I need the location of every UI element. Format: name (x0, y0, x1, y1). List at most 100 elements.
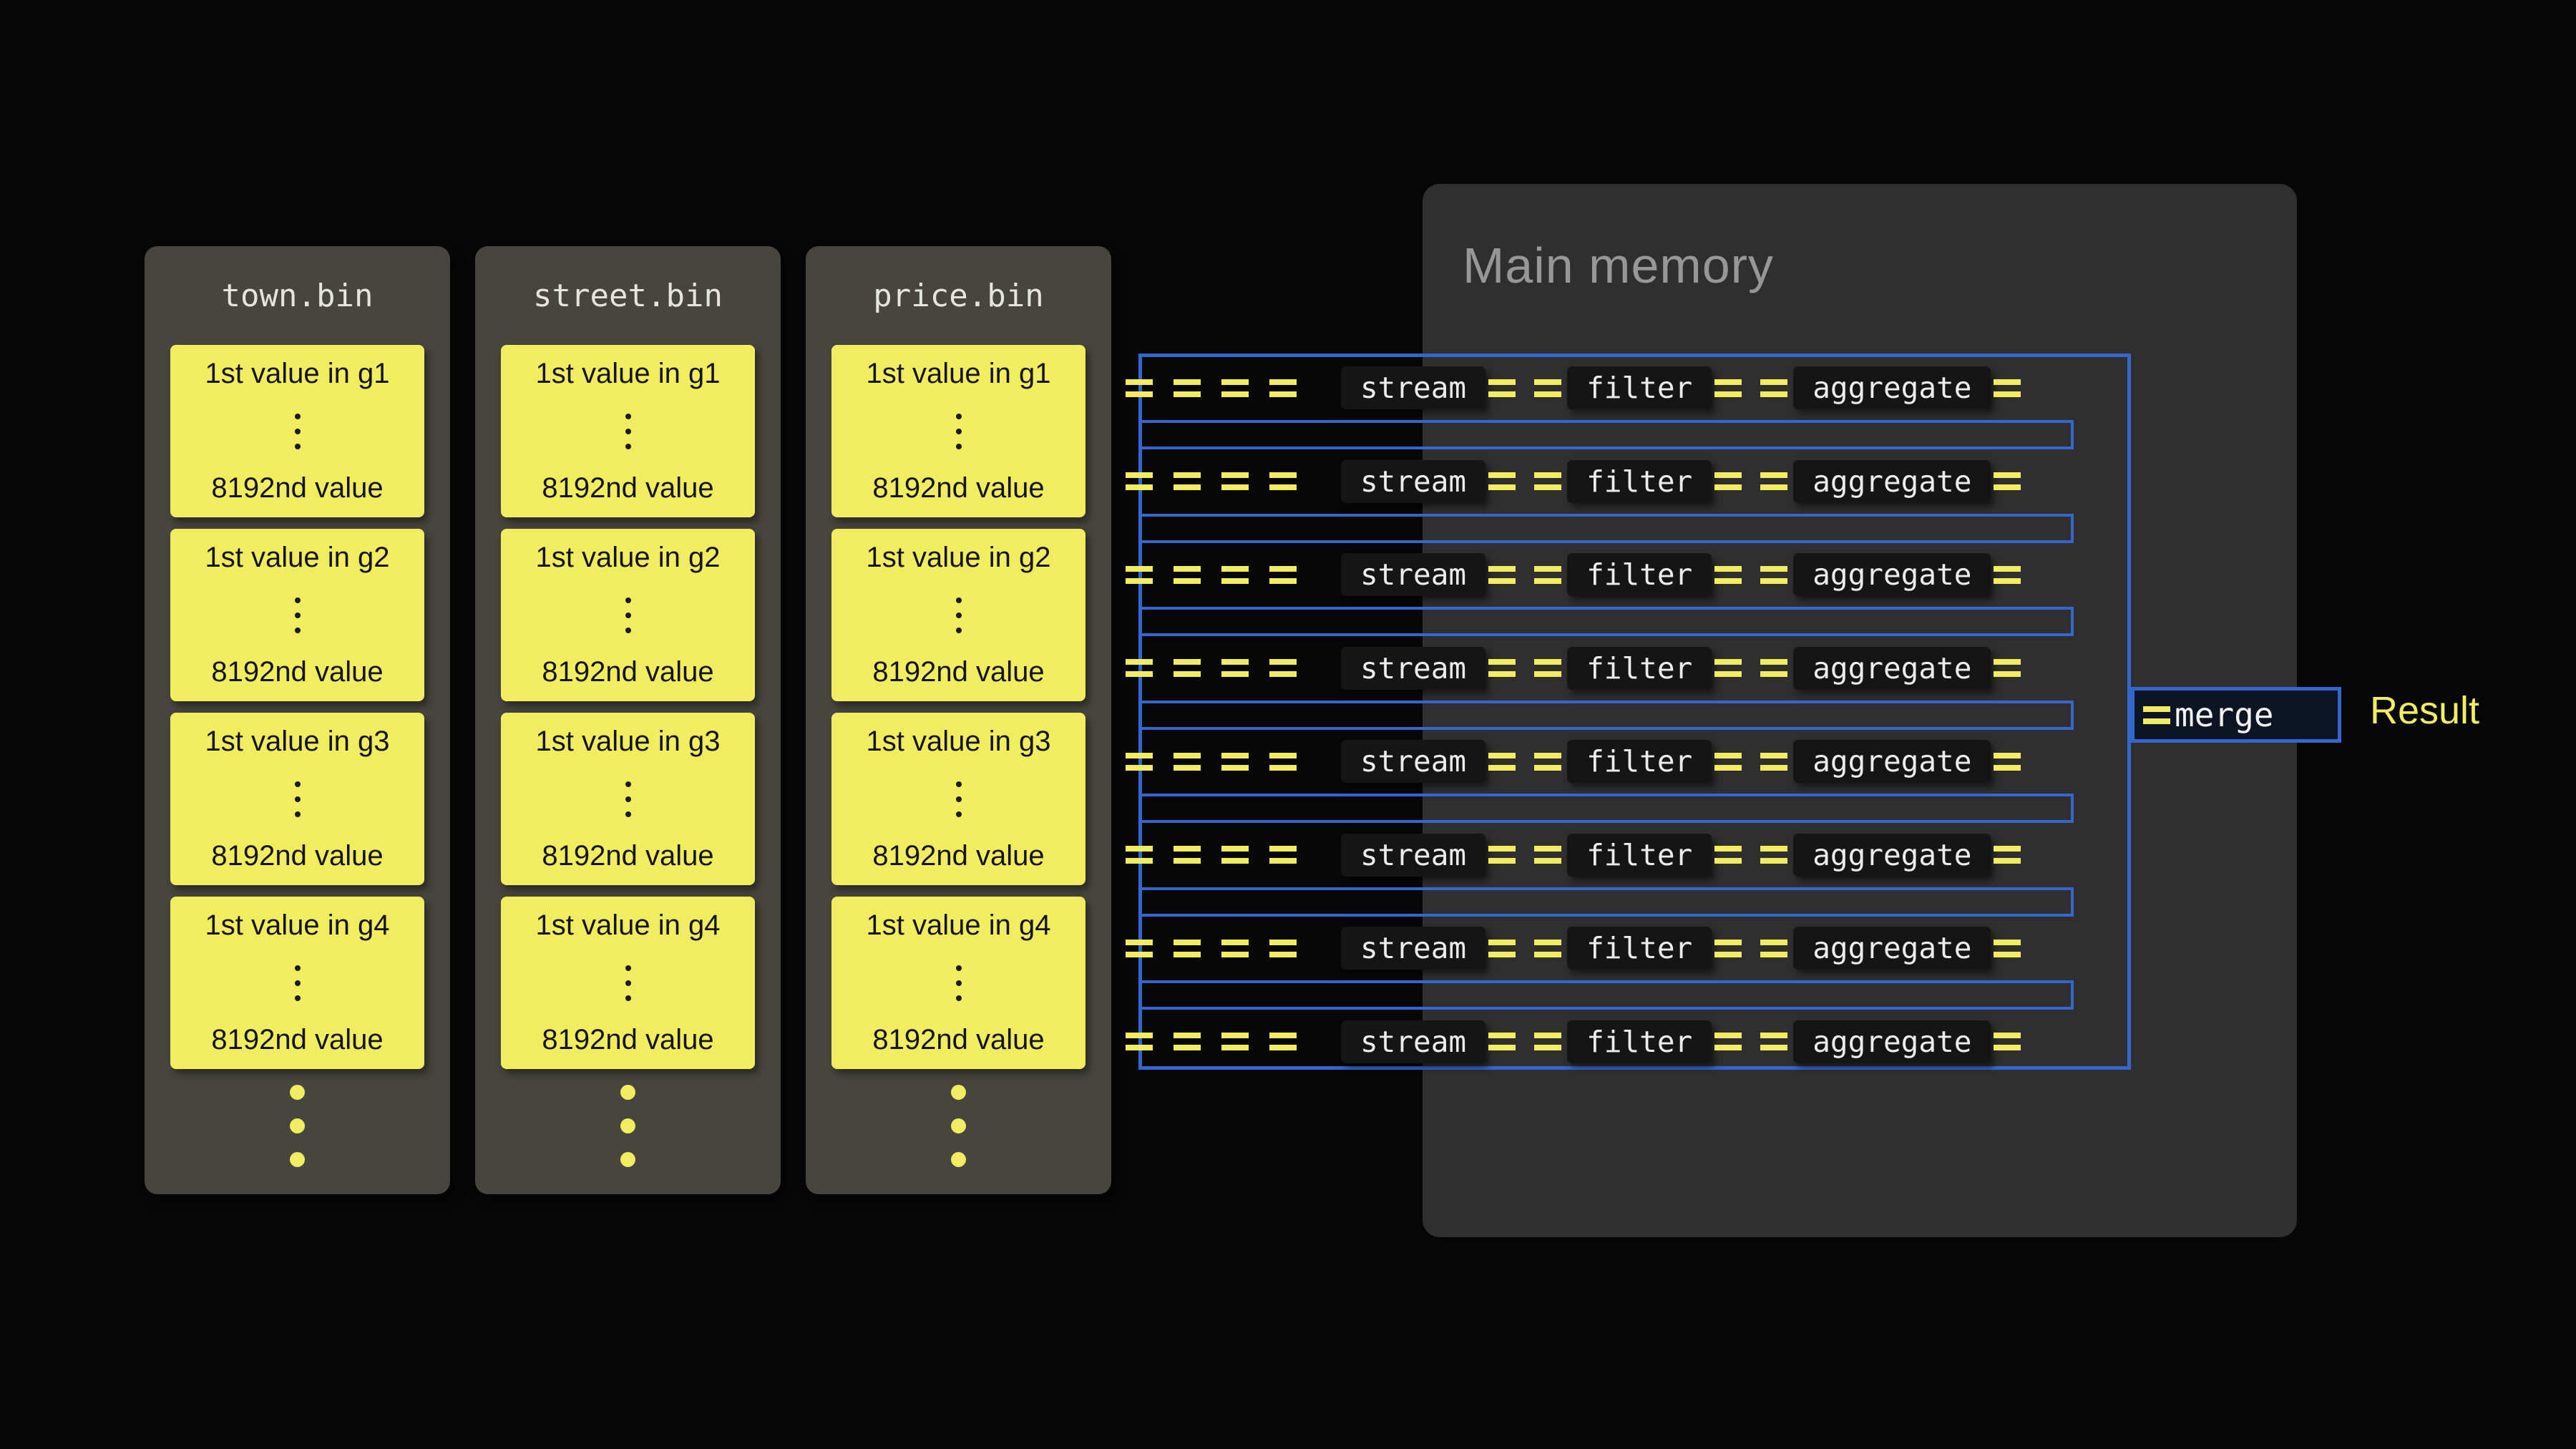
value-group-card: 1st value in g2 8192nd value (831, 529, 1085, 701)
data-stream-dashes-icon (1534, 1033, 1562, 1050)
vertical-ellipsis-icon (955, 781, 962, 817)
data-stream-dashes-icon (1994, 659, 2021, 677)
data-stream-dashes-icon (1269, 939, 1297, 957)
data-stream-dashes-icon (1488, 472, 1516, 490)
data-stream-dashes-icon (1174, 472, 1201, 490)
vertical-ellipsis-icon (625, 781, 631, 817)
data-stream-dashes-icon (1994, 472, 2021, 490)
stream-operator-chip: stream (1341, 927, 1486, 970)
vertical-ellipsis-icon (294, 413, 301, 449)
data-stream-dashes-icon (1126, 379, 1153, 397)
buffer-lane (1138, 607, 2074, 636)
data-stream-dashes-icon (1269, 565, 1297, 584)
buffer-lane (1138, 700, 2074, 730)
filter-operator-chip: filter (1567, 646, 1712, 690)
merge-node: merge (2131, 687, 2341, 743)
data-stream-dashes-icon (1174, 379, 1201, 397)
group-first-value: 1st value in g4 (205, 909, 390, 941)
data-stream-dashes-icon (1714, 659, 1742, 677)
data-stream-dashes-icon (1488, 379, 1516, 397)
data-stream-dashes-icon (1174, 939, 1201, 957)
value-group-card: 1st value in g2 8192nd value (501, 529, 755, 701)
data-stream-dashes-icon (1221, 565, 1249, 584)
value-group-card: 1st value in g1 8192nd value (831, 345, 1085, 517)
data-stream-dashes-icon (1269, 752, 1297, 771)
value-group-card: 1st value in g3 8192nd value (831, 713, 1085, 885)
more-groups-ellipsis-icon (475, 1085, 781, 1167)
aggregate-operator-chip: aggregate (1793, 927, 1991, 970)
data-stream-dashes-icon (1126, 1033, 1153, 1050)
file-name: town.bin (221, 277, 374, 314)
group-first-value: 1st value in g2 (205, 542, 390, 573)
data-stream-dashes-icon (1488, 1033, 1516, 1050)
value-group-card: 1st value in g4 8192nd value (501, 897, 755, 1069)
group-first-value: 1st value in g1 (535, 358, 721, 389)
value-group-card: 1st value in g3 8192nd value (170, 713, 424, 885)
value-group-card: 1st value in g1 8192nd value (501, 345, 755, 517)
data-stream-dashes-icon (1760, 846, 1788, 864)
group-first-value: 1st value in g1 (205, 358, 390, 389)
aggregate-operator-chip: aggregate (1793, 646, 1991, 690)
data-stream-dashes-icon (1714, 472, 1742, 490)
result-label: Result (2370, 689, 2480, 732)
filter-operator-chip: filter (1567, 366, 1712, 409)
data-stream-dashes-icon (1760, 659, 1788, 677)
vertical-ellipsis-icon (955, 965, 962, 1001)
group-first-value: 1st value in g3 (205, 726, 390, 757)
data-stream-dashes-icon (1994, 565, 2021, 584)
filter-operator-chip: filter (1567, 1020, 1712, 1063)
data-stream-dashes-icon (1174, 659, 1201, 677)
group-first-value: 1st value in g2 (866, 542, 1051, 573)
aggregate-operator-chip: aggregate (1793, 1020, 1991, 1063)
group-last-value: 8192nd value (542, 840, 714, 872)
buffer-lane (1138, 980, 2074, 1010)
data-stream-dashes-icon (1714, 379, 1742, 397)
data-stream-dashes-icon (1760, 565, 1788, 584)
vertical-ellipsis-icon (955, 413, 962, 449)
data-stream-dashes-icon (1221, 752, 1249, 771)
value-group-card: 1st value in g2 8192nd value (170, 529, 424, 701)
data-stream-dashes-icon (1534, 565, 1562, 584)
stream-operator-chip: stream (1341, 740, 1486, 783)
data-stream-dashes-icon (1760, 379, 1788, 397)
group-last-value: 8192nd value (542, 472, 714, 504)
value-group-card: 1st value in g1 8192nd value (170, 345, 424, 517)
data-stream-dashes-icon (1174, 752, 1201, 771)
vertical-ellipsis-icon (294, 781, 301, 817)
file-columns: town.bin 1st value in g1 8192nd value 1s… (145, 246, 1111, 1194)
file-column: price.bin 1st value in g1 8192nd value 1… (806, 246, 1111, 1194)
group-last-value: 8192nd value (211, 472, 384, 504)
data-stream-dashes-icon (1760, 752, 1788, 771)
data-stream-dashes-icon (1269, 846, 1297, 864)
stream-operator-chip: stream (1341, 1020, 1486, 1063)
group-last-value: 8192nd value (542, 656, 714, 688)
aggregate-operator-chip: aggregate (1793, 459, 1991, 503)
aggregate-operator-chip: aggregate (1793, 553, 1991, 596)
group-last-value: 8192nd value (211, 1024, 384, 1055)
group-last-value: 8192nd value (872, 1024, 1045, 1055)
data-stream-dashes-icon (1760, 1033, 1788, 1050)
stream-operator-chip: stream (1341, 366, 1486, 409)
data-stream-dashes-icon (1994, 752, 2021, 771)
more-groups-ellipsis-icon (806, 1085, 1111, 1167)
group-first-value: 1st value in g3 (866, 726, 1051, 757)
aggregate-operator-chip: aggregate (1793, 833, 1991, 877)
data-stream-dashes-icon (1534, 752, 1562, 771)
data-stream-dashes-icon (1534, 379, 1562, 397)
group-first-value: 1st value in g3 (535, 726, 721, 757)
data-stream-dashes-icon (1174, 1033, 1201, 1050)
data-stream-dashes-icon (1534, 846, 1562, 864)
filter-operator-chip: filter (1567, 833, 1712, 877)
group-last-value: 8192nd value (211, 840, 384, 872)
buffer-lane (1138, 513, 2074, 543)
value-group-list: 1st value in g1 8192nd value 1st value i… (475, 345, 781, 1069)
data-stream-dashes-icon (1221, 379, 1249, 397)
data-stream-dashes-icon (1488, 659, 1516, 677)
buffer-lane (1138, 420, 2074, 449)
